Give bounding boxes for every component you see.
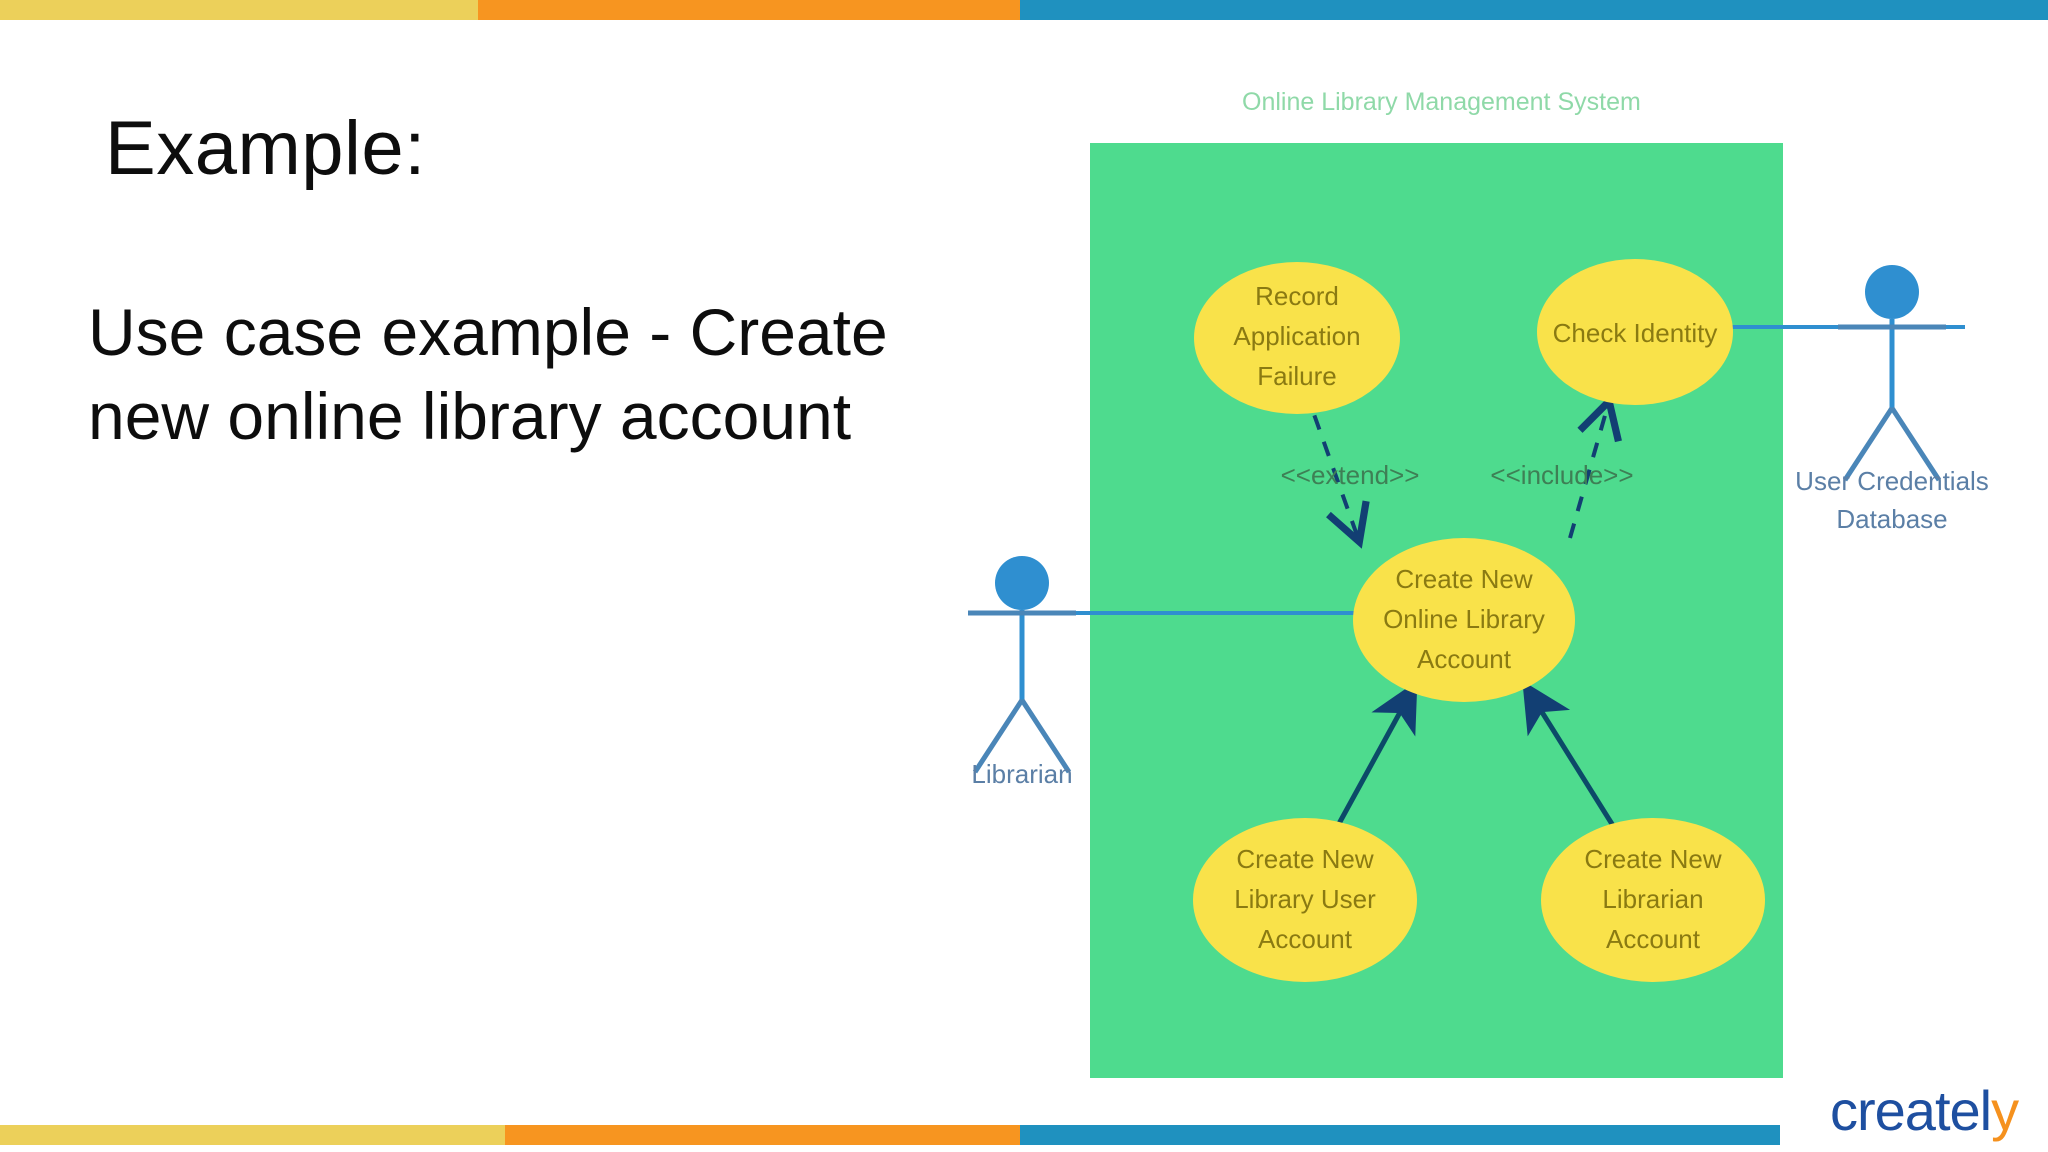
system-boundary-title: Online Library Management System xyxy=(1242,88,1641,116)
use-case-create-new-library-user-account[interactable]: Create New Library User Account xyxy=(1193,818,1417,982)
bottom-decor-bar xyxy=(0,1125,1780,1145)
use-case-label-line-2: Librarian xyxy=(1602,884,1703,914)
actor-label-line-2: Database xyxy=(1836,504,1947,534)
generalization-librarian-account-to-create-account xyxy=(1522,680,1625,842)
generalization-library-user-to-create-account xyxy=(1327,680,1418,842)
use-case-record-application-failure[interactable]: Record Application Failure xyxy=(1194,262,1400,414)
use-case-ellipse xyxy=(1537,259,1733,405)
use-case-label-line-1: Create New xyxy=(1395,564,1532,594)
actor-leg-left xyxy=(972,698,1025,774)
use-case-label-line-2: Library User xyxy=(1234,884,1376,914)
logo-tail-text: y xyxy=(1991,1079,2019,1142)
bottom-bar-segment-yellow xyxy=(0,1125,505,1145)
creately-logo: creately xyxy=(1830,1078,2019,1143)
page-title: Example: xyxy=(105,106,426,191)
bottom-bar-segment-blue xyxy=(1020,1125,1780,1145)
use-case-label-line-2: Application xyxy=(1233,321,1360,351)
top-bar-segment-yellow xyxy=(0,0,478,20)
use-case-label-line-1: Check Identity xyxy=(1553,318,1718,348)
stereotype-include-label: <<include>> xyxy=(1490,460,1633,490)
actor-label-line-1: Librarian xyxy=(971,759,1072,789)
use-case-ellipse xyxy=(1193,818,1417,982)
actor-leg-right xyxy=(1019,698,1072,774)
logo-main-text: createl xyxy=(1830,1079,1992,1142)
use-case-label-line-3: Account xyxy=(1258,924,1353,954)
use-case-label-line-2: Online Library xyxy=(1383,604,1545,634)
actor-leg-right xyxy=(1889,406,1942,482)
actor-librarian[interactable]: Librarian xyxy=(968,556,1076,789)
actor-leg-left xyxy=(1842,406,1895,482)
use-case-label-line-3: Account xyxy=(1417,644,1512,674)
use-case-ellipse xyxy=(1353,538,1575,702)
bottom-bar-segment-orange xyxy=(505,1125,1020,1145)
use-case-label-line-1: Create New xyxy=(1236,844,1373,874)
actor-label-line-1: User Credentials xyxy=(1795,466,1989,496)
stereotype-extend-label: <<extend>> xyxy=(1281,460,1420,490)
use-case-label-line-1: Record xyxy=(1255,281,1339,311)
actor-head-icon xyxy=(1865,265,1919,319)
actor-head-icon xyxy=(995,556,1049,610)
use-case-create-new-librarian-account[interactable]: Create New Librarian Account xyxy=(1541,818,1765,982)
use-case-create-new-online-library-account[interactable]: Create New Online Library Account xyxy=(1353,538,1575,702)
use-case-ellipse xyxy=(1194,262,1400,414)
use-case-label-line-1: Create New xyxy=(1584,844,1721,874)
use-case-check-identity[interactable]: Check Identity xyxy=(1537,259,1733,405)
top-decor-bar xyxy=(0,0,2048,20)
top-bar-segment-blue xyxy=(1020,0,2048,20)
slide-body-text: Use case example - Create new online lib… xyxy=(88,295,888,454)
include-relation-arrow xyxy=(1568,394,1622,539)
use-case-label-line-3: Account xyxy=(1606,924,1701,954)
use-case-label-line-3: Failure xyxy=(1257,361,1336,391)
actor-user-credentials-database[interactable]: User Credentials Database xyxy=(1795,265,1989,534)
top-bar-segment-orange xyxy=(478,0,1020,20)
use-case-ellipse xyxy=(1541,818,1765,982)
